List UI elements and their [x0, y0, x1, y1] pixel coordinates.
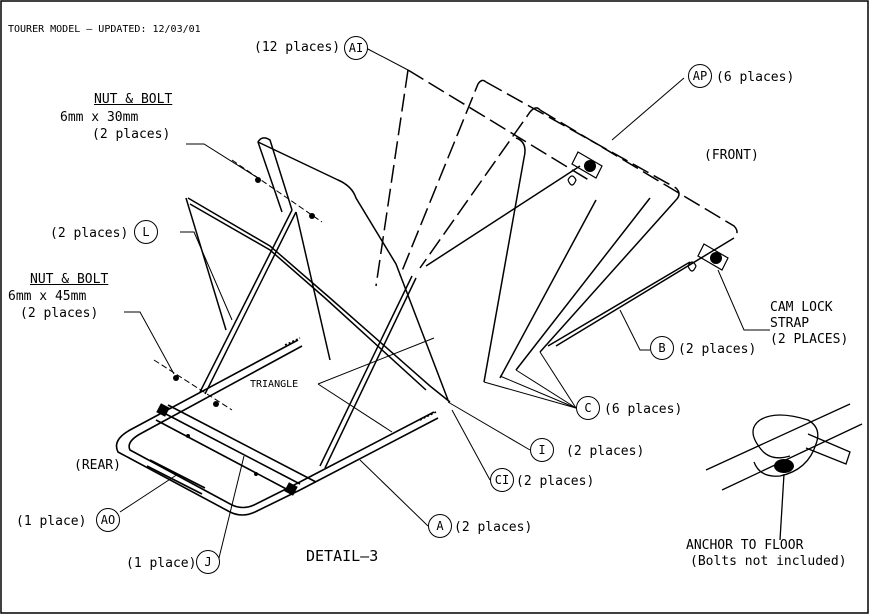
leader-lines [119, 47, 770, 563]
part-j-callout: J [196, 550, 220, 574]
part-ao-qty: (1 place) [16, 514, 87, 529]
part-ci-qty: (2 places) [516, 474, 595, 489]
anchor-line2: (Bolts not included) [690, 554, 847, 569]
part-l-qty: (2 places) [50, 226, 129, 241]
bolt-centerlines [153, 159, 323, 411]
cam-lock-line2: STRAP [770, 316, 810, 331]
cam-lock-buckles [567, 151, 729, 272]
nut-bolt-45-title: NUT & BOLT [30, 272, 109, 287]
part-j-qty: (1 place) [126, 556, 197, 571]
triangle-poles [185, 137, 451, 469]
upright-poles [425, 137, 735, 383]
base-frame [115, 337, 439, 516]
cam-lock-line3: (2 PLACES) [770, 332, 849, 347]
nut-bolt-30-qty: (2 places) [92, 127, 171, 142]
part-b-qty: (2 places) [678, 342, 757, 357]
part-a-callout: A [428, 514, 452, 538]
part-ai-qty: (12 places) [254, 40, 341, 55]
part-b-callout: B [650, 336, 674, 360]
nut-dots [173, 177, 315, 407]
part-a-qty: (2 places) [454, 520, 533, 535]
part-l-callout: L [134, 220, 158, 244]
part-i-qty: (2 places) [566, 444, 645, 459]
part-ai-callout: AI [344, 36, 368, 60]
nut-bolt-30-title: NUT & BOLT [94, 92, 173, 107]
part-ap-callout: AP [688, 64, 712, 88]
nut-bolt-30-size: 6mm x 30mm [60, 110, 139, 125]
cam-lock-line1: CAM LOCK [770, 300, 833, 315]
front-label: (FRONT) [704, 148, 759, 163]
header-title: TOURER MODEL – UPDATED: 12/03/01 [8, 24, 201, 35]
anchor-line1: ANCHOR TO FLOOR [686, 538, 804, 553]
rear-label: (REAR) [74, 458, 121, 473]
anchor-detail [705, 403, 863, 541]
triangle-label: TRIANGLE [250, 379, 299, 390]
upper-arches [375, 69, 738, 287]
part-ap-qty: (6 places) [716, 70, 795, 85]
part-ao-callout: AO [96, 508, 120, 532]
detail-label: DETAIL–3 [306, 547, 379, 565]
part-ci-callout: CI [490, 468, 514, 492]
nut-bolt-45-qty: (2 places) [20, 306, 99, 321]
part-i-callout: I [530, 438, 554, 462]
part-c-callout: C [576, 396, 600, 420]
part-c-qty: (6 places) [604, 402, 683, 417]
nut-bolt-45-size: 6mm x 45mm [8, 289, 87, 304]
